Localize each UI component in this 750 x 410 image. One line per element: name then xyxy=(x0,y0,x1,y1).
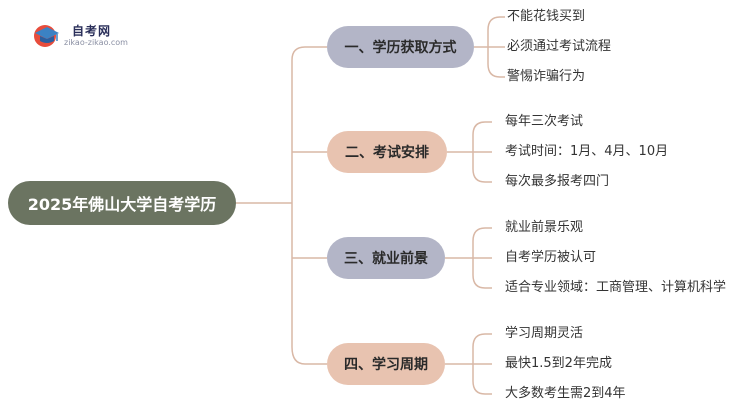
leaf-3-1: 就业前景乐观 xyxy=(505,220,584,235)
branch-node-1: 一、学历获取方式 xyxy=(327,26,474,68)
leaf-1-1: 不能花钱买到 xyxy=(507,9,586,24)
connector-b3-leaves xyxy=(445,227,492,289)
branch-node-2: 二、考试安排 xyxy=(327,131,447,173)
leaf-3-2: 自考学历被认可 xyxy=(505,250,597,265)
graduation-cap-icon xyxy=(34,25,59,47)
leaf-2-3: 每次最多报考四门 xyxy=(505,174,610,189)
logo-title: 自考网 xyxy=(72,24,112,38)
leaf-4-2: 最快1.5到2年完成 xyxy=(505,356,612,371)
branch-node-3: 三、就业前景 xyxy=(327,237,445,279)
leaf-1-3: 警惕诈骗行为 xyxy=(507,69,586,84)
connector-b1-leaves xyxy=(474,16,505,78)
leaf-2-1: 每年三次考试 xyxy=(505,114,584,129)
leaf-4-3: 大多数考生需2到4年 xyxy=(505,386,626,401)
connector-b4-leaves xyxy=(445,333,492,395)
site-logo[interactable]: 自考网 zikao-zikao.com xyxy=(32,20,142,50)
leaf-2-2: 考试时间：1月、4月、10月 xyxy=(505,144,669,159)
branch-node-4: 四、学习周期 xyxy=(327,343,445,385)
connector-b2-leaves xyxy=(447,121,492,183)
root-node: 2025年佛山大学自考学历 xyxy=(8,181,236,225)
leaf-3-3: 适合专业领域：工商管理、计算机科学 xyxy=(505,280,727,295)
leaf-1-2: 必须通过考试流程 xyxy=(507,39,612,54)
connector-spine xyxy=(291,46,327,365)
logo-url: zikao-zikao.com xyxy=(64,38,128,47)
leaf-4-1: 学习周期灵活 xyxy=(505,326,584,341)
